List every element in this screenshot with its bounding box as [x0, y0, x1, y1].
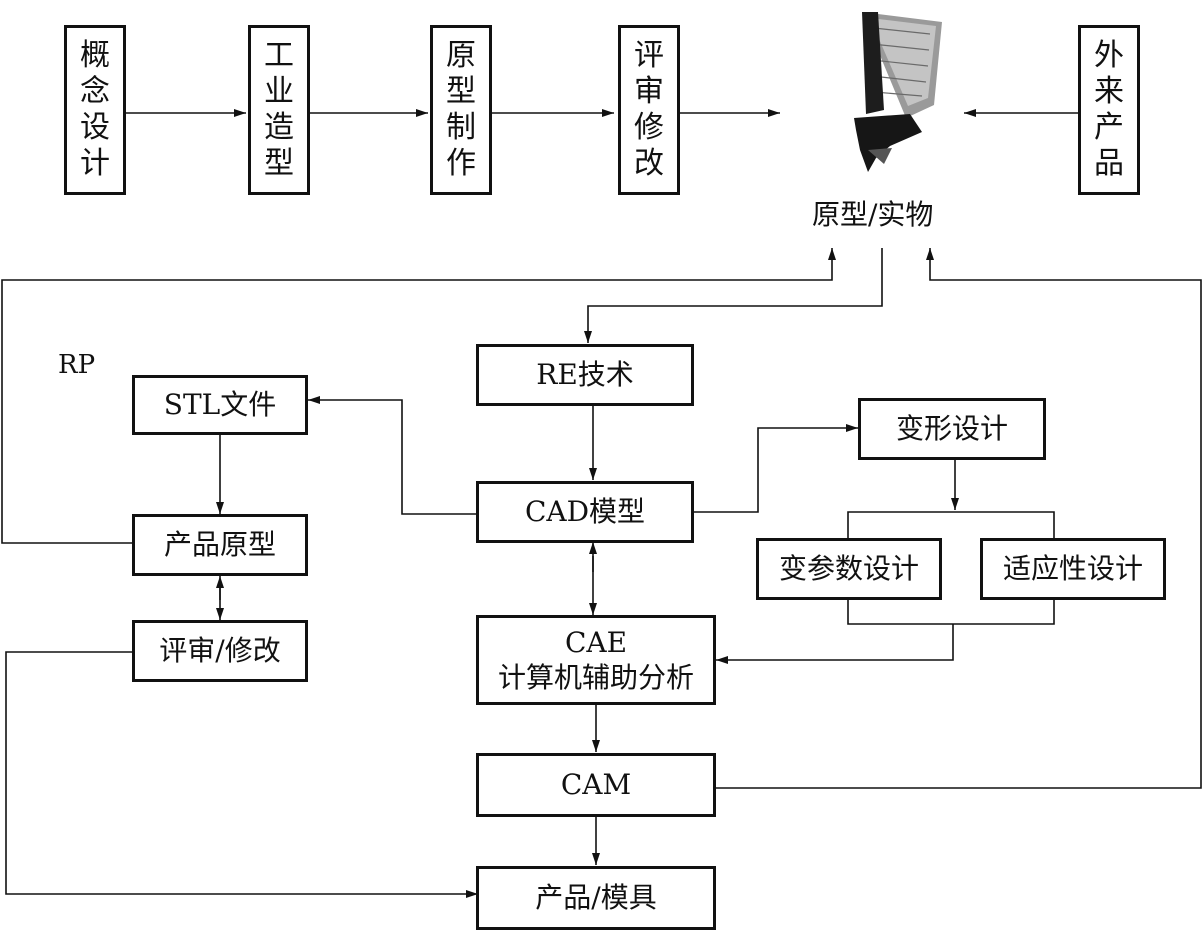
re-technology-box: RE技术 — [476, 344, 694, 406]
cam-box: CAM — [476, 753, 716, 817]
industrial-design-char: 造 — [264, 110, 294, 145]
prototype-making-box: 原 型 制 作 — [430, 25, 492, 195]
deformation-design-box: 变形设计 — [858, 398, 1046, 460]
prototype-object-label: 原型/实物 — [812, 198, 934, 231]
product-prototype-box: 产品原型 — [132, 514, 308, 576]
prototype-making-char: 型 — [446, 74, 476, 109]
concept-design-box: 概 念 设 计 — [64, 25, 126, 195]
review-modify-box: 评 审 修 改 — [618, 25, 680, 195]
concept-design-char: 计 — [80, 146, 110, 181]
concept-design-char: 概 — [80, 38, 110, 73]
review-modify-char: 改 — [634, 146, 664, 181]
prototype-making-char: 作 — [446, 146, 476, 181]
concept-design-char: 念 — [80, 74, 110, 109]
industrial-design-char: 业 — [264, 74, 294, 109]
external-product-char: 品 — [1094, 146, 1124, 181]
review-modify-char: 修 — [634, 110, 664, 145]
concept-design-char: 设 — [80, 110, 110, 145]
external-product-char: 外 — [1094, 38, 1124, 73]
external-product-char: 产 — [1094, 110, 1124, 145]
review-modify-char: 审 — [634, 74, 664, 109]
review-modify-2-box: 评审/修改 — [132, 620, 308, 682]
industrial-design-char: 工 — [264, 38, 294, 73]
rp-label: RP — [58, 350, 96, 380]
cad-model-box: CAD模型 — [476, 481, 694, 543]
industrial-design-box: 工 业 造 型 — [248, 25, 310, 195]
stl-file-box: STL文件 — [132, 375, 308, 435]
variable-parameter-design-box: 变参数设计 — [756, 538, 942, 600]
review-modify-char: 评 — [634, 38, 664, 73]
prototype-making-char: 原 — [446, 38, 476, 73]
cae-box: CAE 计算机辅助分析 — [476, 615, 716, 705]
industrial-design-char: 型 — [264, 146, 294, 181]
prototype-making-char: 制 — [446, 110, 476, 145]
external-product-box: 外 来 产 品 — [1078, 25, 1140, 195]
external-product-char: 来 — [1094, 74, 1124, 109]
blade-prototype-illustration — [854, 12, 942, 172]
product-mold-box: 产品/模具 — [476, 866, 716, 930]
adaptive-design-box: 适应性设计 — [980, 538, 1166, 600]
cae-title: CAE — [564, 626, 628, 659]
cae-subtitle: 计算机辅助分析 — [497, 661, 694, 694]
